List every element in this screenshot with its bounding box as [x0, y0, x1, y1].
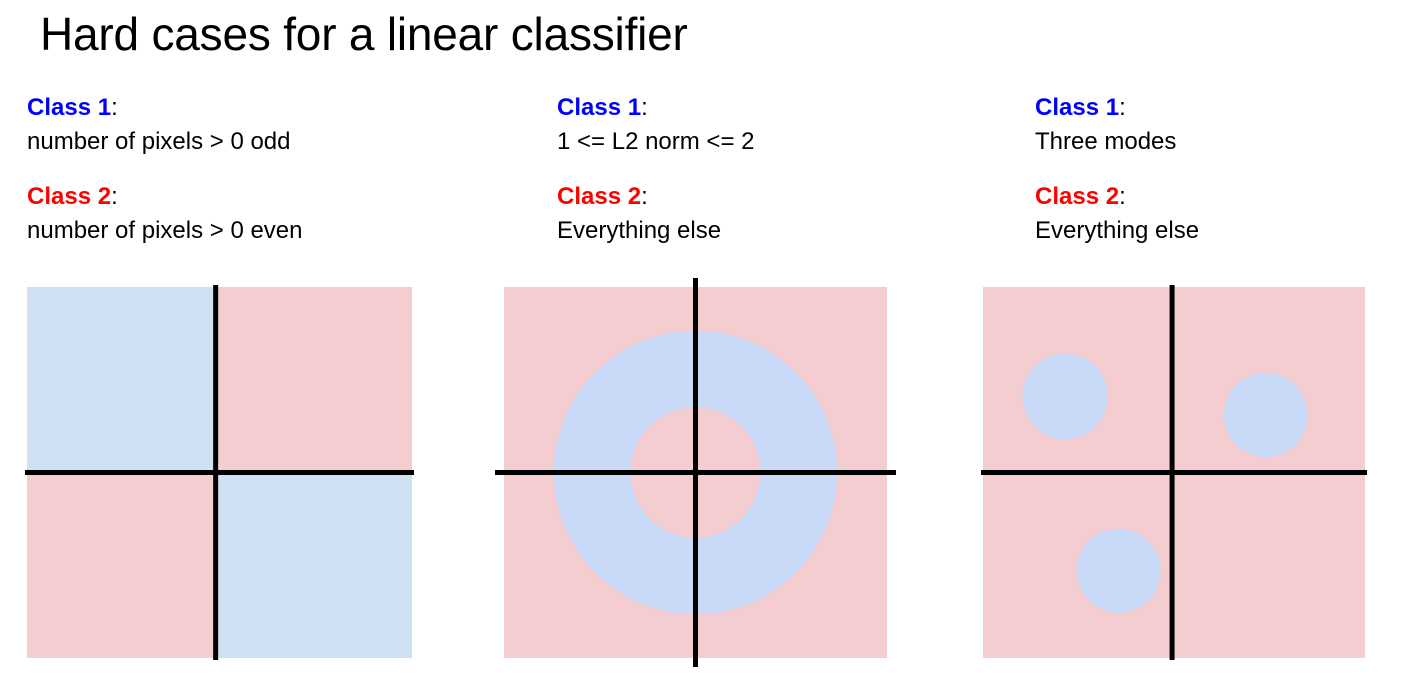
class-2-block: Class 2: Everything else — [557, 181, 1027, 246]
class-2-label: Class 2 — [557, 183, 642, 210]
class-1-block: Class 1: Three modes — [1035, 92, 1409, 157]
page-title: Hard cases for a linear classifier — [40, 8, 688, 60]
class-1-block: Class 1: number of pixels > 0 odd — [27, 92, 497, 157]
class-2-heading: Class 2: — [557, 181, 1027, 212]
blob-top-right — [1223, 372, 1308, 458]
axes-overlay-1 — [25, 285, 414, 660]
class-1-description: number of pixels > 0 odd — [27, 128, 291, 155]
class-1-description: Three modes — [1035, 128, 1177, 155]
class-2-colon: : — [641, 183, 648, 210]
blobs-and-axes-overlay — [981, 285, 1367, 660]
class-1-colon: : — [111, 94, 118, 121]
blob-top-left — [1022, 353, 1108, 440]
case-column-1: Class 1: number of pixels > 0 odd Class … — [27, 92, 497, 246]
class-1-block: Class 1: 1 <= L2 norm <= 2 — [557, 92, 1027, 157]
checkerboard-regions — [27, 287, 412, 658]
class-2-block: Class 2: Everything else — [1035, 181, 1409, 246]
class-2-colon: : — [111, 183, 118, 210]
class-1-heading: Class 1: — [1035, 92, 1409, 123]
class-1-heading: Class 1: — [557, 92, 1027, 123]
class-1-label: Class 1 — [1035, 94, 1120, 121]
class-2-heading: Class 2: — [1035, 181, 1409, 212]
case-column-2: Class 1: 1 <= L2 norm <= 2 Class 2: Ever… — [557, 92, 1027, 246]
blob-bottom-left — [1076, 528, 1161, 613]
annulus-and-axes-overlay — [495, 278, 896, 667]
class-2-colon: : — [1119, 183, 1126, 210]
class-2-block: Class 2: number of pixels > 0 even — [27, 181, 497, 246]
class-1-label: Class 1 — [557, 94, 642, 121]
class-1-colon: : — [1119, 94, 1126, 121]
case-column-3: Class 1: Three modes Class 2: Everything… — [1035, 92, 1409, 246]
class-2-description: Everything else — [1035, 217, 1200, 244]
class-2-description: number of pixels > 0 even — [27, 217, 303, 244]
class-2-label: Class 2 — [27, 183, 112, 210]
figure-three-modes — [981, 285, 1367, 660]
quadrant-top-right — [215, 287, 412, 473]
class-2-description: Everything else — [557, 217, 722, 244]
class-2-label: Class 2 — [1035, 183, 1120, 210]
quadrant-top-left — [27, 287, 216, 473]
class-2-heading: Class 2: — [27, 181, 497, 212]
quadrant-bottom-left — [27, 472, 216, 658]
figure-annulus — [495, 278, 896, 667]
quadrant-bottom-right — [215, 472, 412, 658]
class-1-heading: Class 1: — [27, 92, 497, 123]
class-1-label: Class 1 — [27, 94, 112, 121]
class-1-colon: : — [641, 94, 648, 121]
class-1-description: 1 <= L2 norm <= 2 — [557, 128, 755, 155]
figure-checkerboard — [25, 285, 414, 660]
